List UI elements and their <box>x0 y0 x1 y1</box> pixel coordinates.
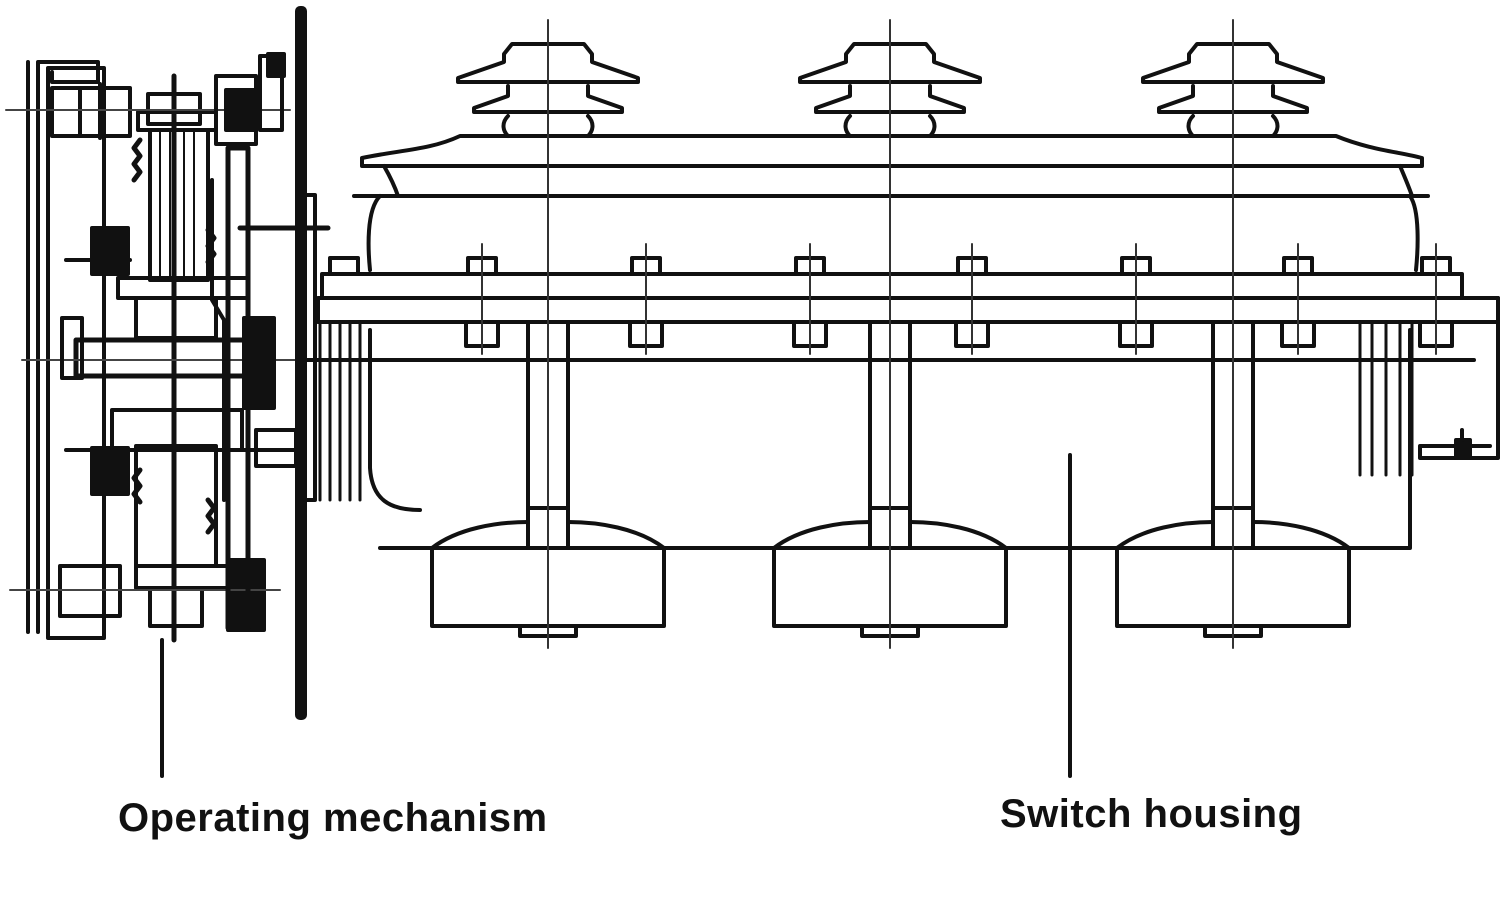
nut <box>628 243 664 355</box>
housing-tank-outline <box>366 194 1420 550</box>
housing-top-cover <box>360 134 1424 168</box>
terminal-box <box>430 520 666 628</box>
nut <box>792 243 828 355</box>
operating-mechanism <box>5 6 331 778</box>
nut <box>1118 243 1154 355</box>
pole-terminal-box <box>430 179 666 649</box>
nut <box>1280 243 1316 355</box>
poles <box>430 179 1351 649</box>
mechanism-upper-box <box>50 86 132 138</box>
nut <box>954 243 990 355</box>
terminal-box <box>772 520 1008 628</box>
pole-terminal-box <box>772 179 1008 649</box>
switch-housing <box>298 19 1500 778</box>
bolt-head <box>328 256 360 276</box>
label-operating-mechanism: Operating mechanism <box>118 796 548 840</box>
bushing <box>798 19 982 301</box>
bushing <box>456 19 640 301</box>
terminal-box <box>1115 520 1351 628</box>
flange-nuts <box>464 243 1454 355</box>
pole-terminal-box <box>1115 179 1351 649</box>
bushing <box>1141 19 1325 301</box>
mechanism-frame-left <box>46 66 106 640</box>
mechanism-outer-frame <box>26 60 100 634</box>
label-switch-housing: Switch housing <box>1000 792 1303 836</box>
housing-flange <box>320 272 1464 300</box>
nut <box>1418 243 1454 355</box>
nut <box>464 243 500 355</box>
bushings <box>456 19 1325 301</box>
